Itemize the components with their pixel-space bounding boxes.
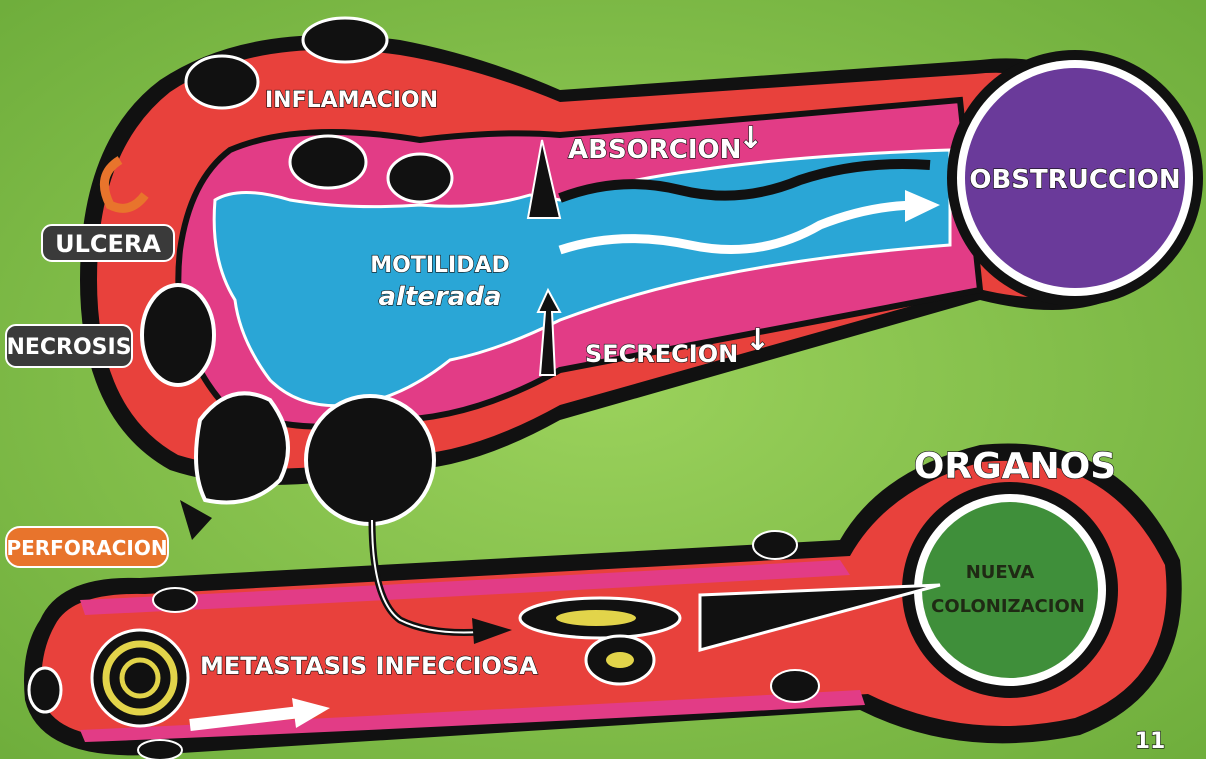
lesion-oval <box>771 670 819 702</box>
secrecion-down-arrow: ↓ <box>745 323 770 358</box>
nueva-label: NUEVA <box>966 562 1035 583</box>
lesion-oval <box>303 18 387 62</box>
metastasis-label: METASTASIS INFECCIOSA <box>200 652 538 680</box>
lesion-oval <box>153 588 197 612</box>
colonization-circle <box>922 502 1098 678</box>
perforation-lesion <box>196 393 288 502</box>
infected-cell-core <box>606 652 634 668</box>
colonizacion-label: COLONIZACION <box>931 596 1085 617</box>
absorcion-label: ABSORCION <box>568 135 741 165</box>
infected-cell-core <box>556 610 636 626</box>
lesion-oval <box>186 56 258 108</box>
lesion-oval <box>138 740 182 759</box>
lesion-oval <box>388 154 452 202</box>
lesion-oval <box>753 531 797 559</box>
page-number: 11 <box>1135 729 1166 754</box>
organos-label: ORGANOS <box>914 446 1116 487</box>
motilidad-label: MOTILIDAD <box>370 253 510 278</box>
lesion-oval <box>290 136 366 188</box>
metastasis-origin-lesion <box>306 396 434 524</box>
absorcion-down-arrow: ↓ <box>738 121 763 156</box>
motilidad-sub-label: alterada <box>378 282 501 312</box>
obstruccion-label: OBSTRUCCION <box>969 165 1180 195</box>
inflamacion-label: INFLAMACION <box>265 88 438 113</box>
perforacion-label: PERFORACION <box>6 536 167 560</box>
ulcera-label: ULCERA <box>55 230 161 258</box>
necrosis-lesion <box>142 285 214 385</box>
secrecion-label: SECRECION <box>585 340 738 368</box>
lesion-oval <box>29 668 61 712</box>
necrosis-label: NECROSIS <box>6 335 131 360</box>
